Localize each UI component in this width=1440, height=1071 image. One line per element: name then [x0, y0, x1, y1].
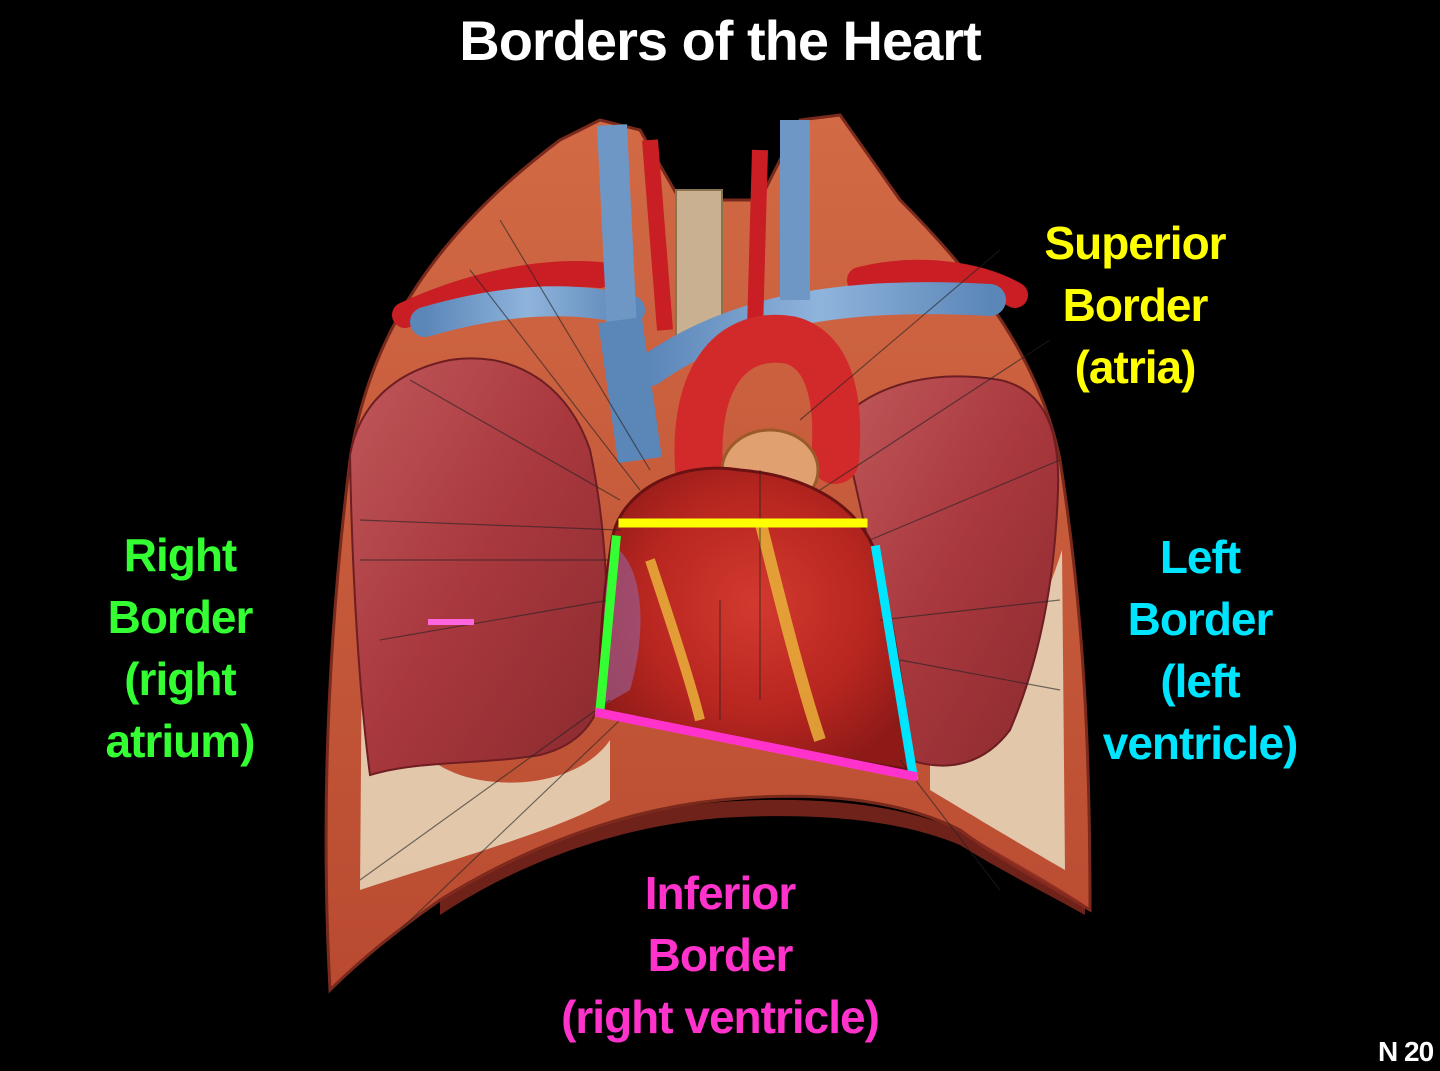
right-label-line-3: (right: [124, 653, 237, 705]
left-label-line-3: (left: [1160, 655, 1240, 707]
left-border-line: [870, 544, 919, 781]
right-label-line-2: Border: [107, 591, 254, 643]
figure-reference: N 20: [1378, 1036, 1434, 1067]
anterior-interventricular-vessel: [754, 518, 826, 742]
inferior-label-line-1: Inferior: [644, 867, 796, 919]
leader-lines: [359, 219, 1061, 931]
aortic-arch: [674, 314, 861, 504]
superior-label-line-2: Border: [1062, 279, 1209, 331]
right-jugular-vein: [597, 124, 637, 331]
superior-vena-cava: [598, 316, 662, 464]
left-brachiocephalic-vein: [634, 282, 1006, 386]
coronary-vessel: [645, 558, 705, 722]
right-border-label: Right Border (right atrium): [70, 524, 290, 772]
right-subclavian-artery: [392, 261, 613, 328]
superior-label-line-3: (atria): [1074, 341, 1197, 393]
right-border-line: [595, 535, 621, 715]
slide-title: Borders of the Heart: [459, 9, 981, 72]
inferior-label-line-3: (right ventricle): [561, 991, 880, 1043]
left-label-line-1: Left: [1159, 531, 1241, 583]
left-subclavian-artery: [847, 259, 1028, 308]
right-carotid-artery: [642, 139, 673, 331]
superior-label-line-1: Superior: [1044, 217, 1226, 269]
superior-border-label: Superior Border (atria): [1020, 212, 1250, 398]
right-pleural-space: [360, 640, 610, 890]
left-label-line-4: ventricle): [1102, 717, 1299, 769]
left-border-label: Left Border (left ventricle): [1080, 526, 1320, 774]
inferior-border-label: Inferior Border (right ventricle): [520, 862, 920, 1048]
right-label-line-1: Right: [123, 529, 238, 581]
inferior-border-line: [594, 707, 919, 782]
left-carotid-artery: [747, 149, 768, 331]
right-label-line-4: atrium): [105, 715, 256, 767]
inferior-label-line-2: Border: [647, 929, 794, 981]
left-label-line-2: Border: [1127, 593, 1274, 645]
diaphragm: [440, 799, 1085, 915]
right-lung: [348, 357, 608, 777]
